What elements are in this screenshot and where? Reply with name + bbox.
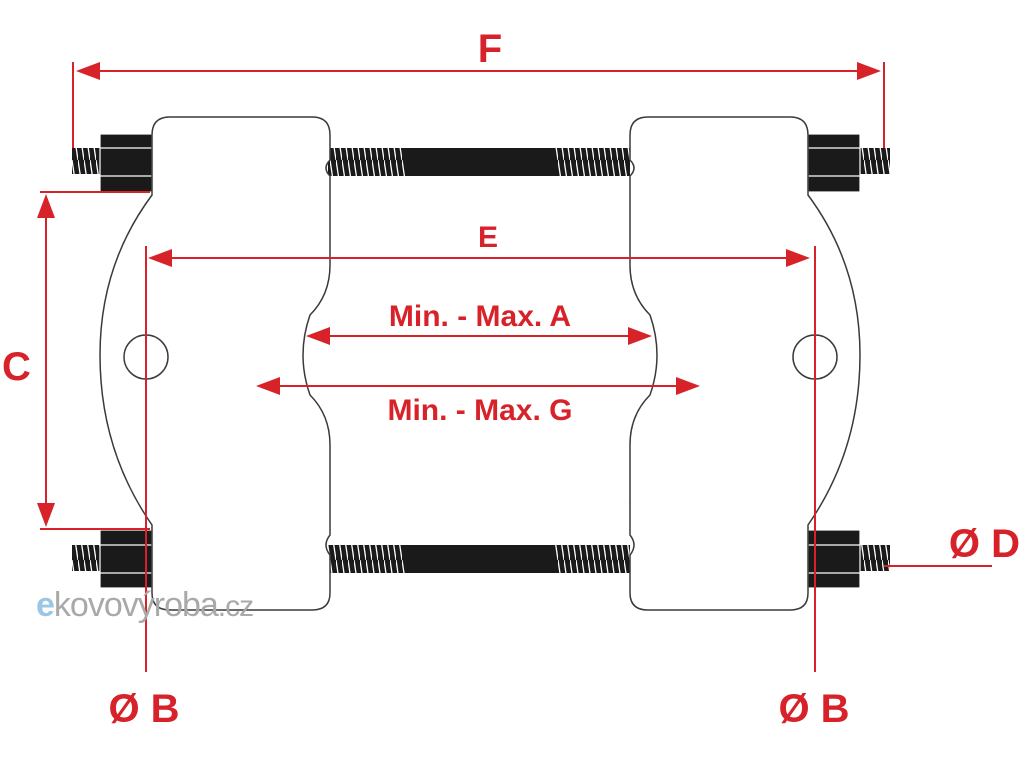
F-arrow-right	[857, 62, 881, 80]
watermark-prefix: e	[36, 586, 55, 624]
nut-bottom-left	[99, 529, 153, 589]
E-arrow-right	[786, 249, 810, 267]
bottom-rod-center-solid	[405, 545, 555, 573]
nut-bottom-right	[807, 529, 861, 589]
G-arrow-left	[256, 377, 280, 395]
dimension-labels: F E Min. - Max. A Min. - Max. G C Ø D Ø …	[2, 27, 1020, 731]
threaded-rods	[72, 148, 890, 573]
label-D: Ø D	[949, 522, 1020, 566]
bottom-rod-left-end	[72, 545, 102, 571]
A-arrow-left	[306, 327, 330, 345]
nut-top-right	[807, 133, 861, 193]
A-arrow-right	[628, 327, 652, 345]
G-arrow-right	[676, 377, 700, 395]
dimension-lines	[37, 62, 992, 672]
top-rod-right-end	[858, 148, 890, 174]
hex-nuts	[99, 133, 861, 589]
E-arrow-left	[148, 249, 172, 267]
top-rod-left-end	[72, 148, 102, 174]
watermark-main: kovovýroba	[53, 586, 219, 624]
watermark-logo: ekovovýroba.cz	[36, 586, 254, 625]
C-arrow-bottom	[37, 503, 55, 527]
label-E: E	[478, 221, 498, 254]
label-C: C	[2, 345, 31, 389]
top-rod-center-solid	[405, 148, 555, 176]
label-B-left: Ø B	[108, 687, 179, 731]
separator-plates	[99, 116, 861, 611]
bottom-rod-right-end	[858, 545, 890, 571]
label-B-right: Ø B	[778, 687, 849, 731]
watermark-tld: .cz	[217, 590, 254, 623]
plate-right	[629, 116, 861, 611]
nut-top-left	[99, 133, 153, 193]
label-G: Min. - Max. G	[387, 394, 572, 427]
C-arrow-top	[37, 194, 55, 218]
label-F: F	[478, 27, 502, 71]
label-A: Min. - Max. A	[389, 300, 571, 333]
plate-left	[99, 116, 331, 611]
F-arrow-left	[76, 62, 100, 80]
